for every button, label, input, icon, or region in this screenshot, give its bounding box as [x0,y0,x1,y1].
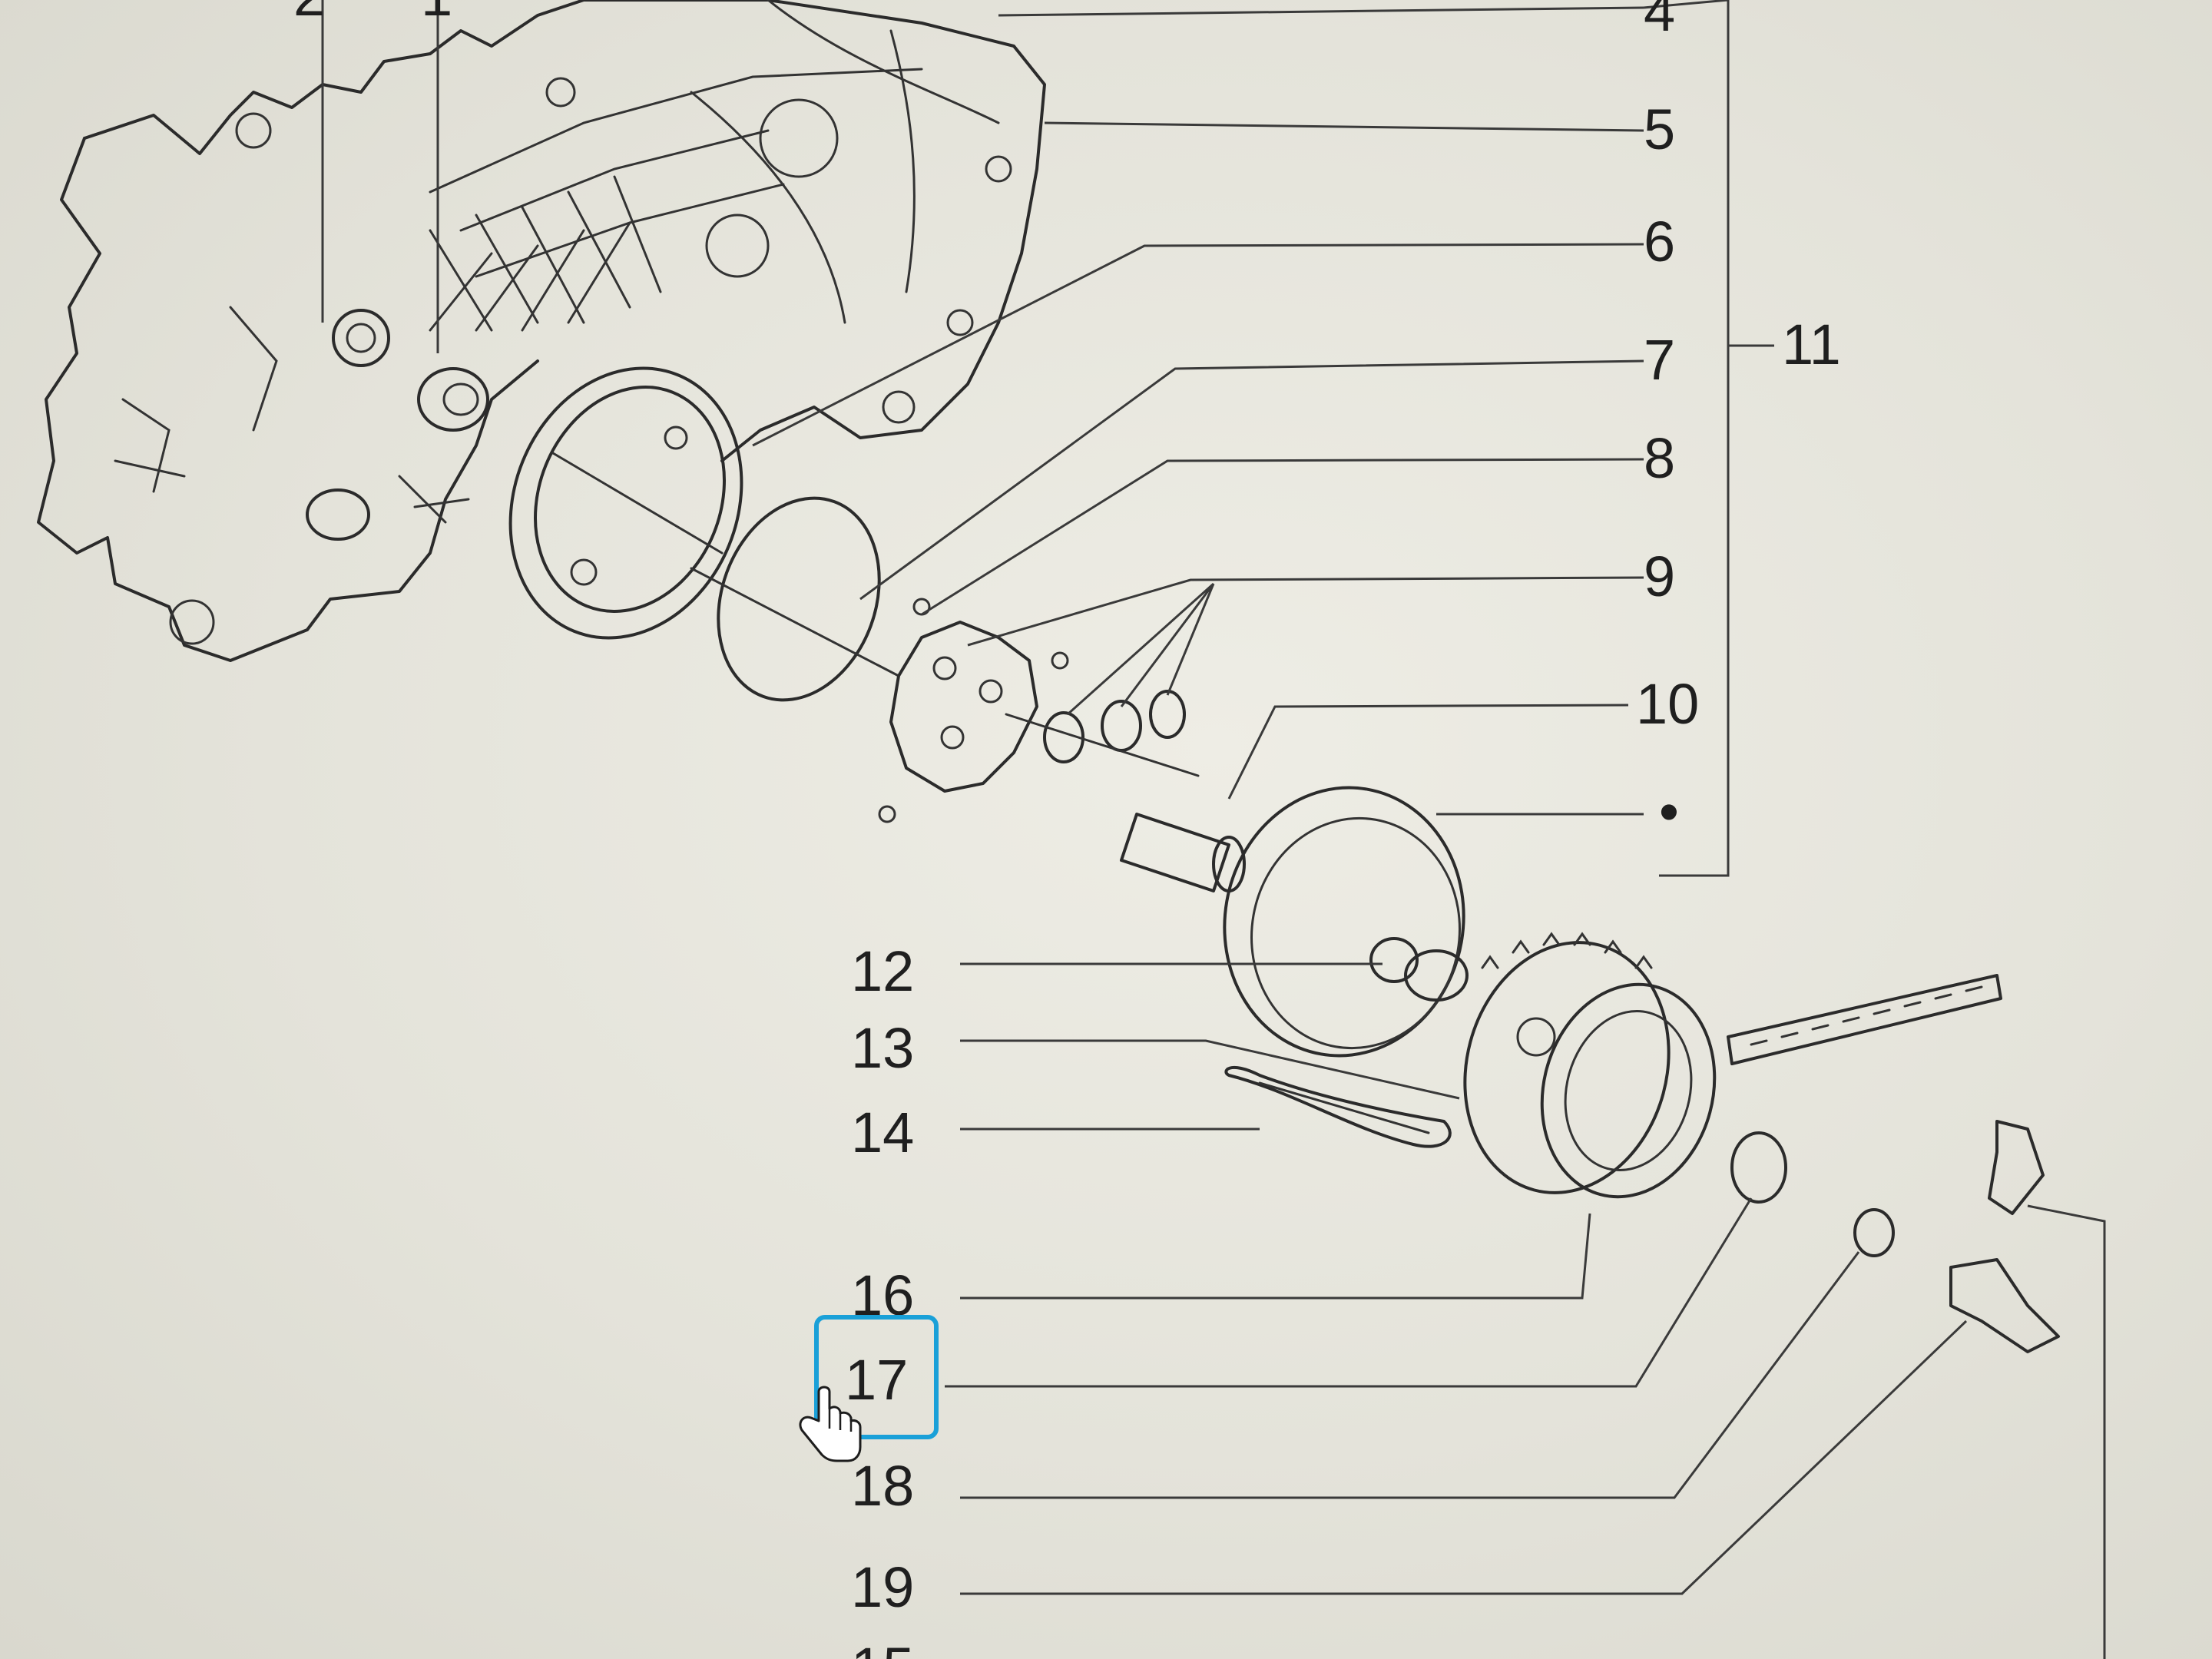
pulley-half-drawing [1223,786,1469,1058]
bushings-drawing [1005,690,1200,777]
part-label-13[interactable]: 13 [851,1016,915,1080]
chain-drawing [1727,974,2002,1065]
engine-case-drawing [37,0,1046,662]
part-label-16[interactable]: 16 [851,1263,915,1327]
o-ring-drawing [717,496,881,702]
part-label-7[interactable]: 7 [1644,328,1676,392]
part-label-6[interactable]: 6 [1644,210,1676,273]
part-label-15[interactable]: 15 [851,1640,914,1659]
pulley-cover-drawing [508,366,743,640]
drive-belt-drawing [1224,1066,1452,1148]
part-label-10[interactable]: 10 [1636,672,1700,736]
part-label-8[interactable]: 8 [1644,426,1676,490]
part-label-4[interactable]: 4 [1644,0,1676,43]
part-label-19[interactable]: 19 [851,1555,915,1619]
part-label-12[interactable]: 12 [851,939,915,1003]
small-gear-17-drawing [1730,1131,1787,1204]
part-label-18[interactable]: 18 [851,1454,915,1518]
driven-gear-drawing [1463,932,1717,1199]
part-label-bullet[interactable]: • [1659,780,1679,843]
variator-plate-drawing [878,598,1069,823]
part-label-14[interactable]: 14 [851,1101,915,1164]
part-label-11[interactable]: 11 [1782,313,1841,376]
clip-part-drawing [1988,1120,2045,1215]
pinion-19-drawing [1949,1258,2060,1353]
part-label-2[interactable]: 2 [293,0,325,25]
spacer-sleeve-drawing [1120,813,1246,892]
washer-18-drawing [1853,1208,1895,1257]
part-label-1[interactable]: 1 [421,0,452,25]
part-label-5[interactable]: 5 [1644,98,1676,161]
part-label-9[interactable]: 9 [1644,545,1676,608]
highlighted-part-hotspot[interactable] [814,1315,939,1439]
